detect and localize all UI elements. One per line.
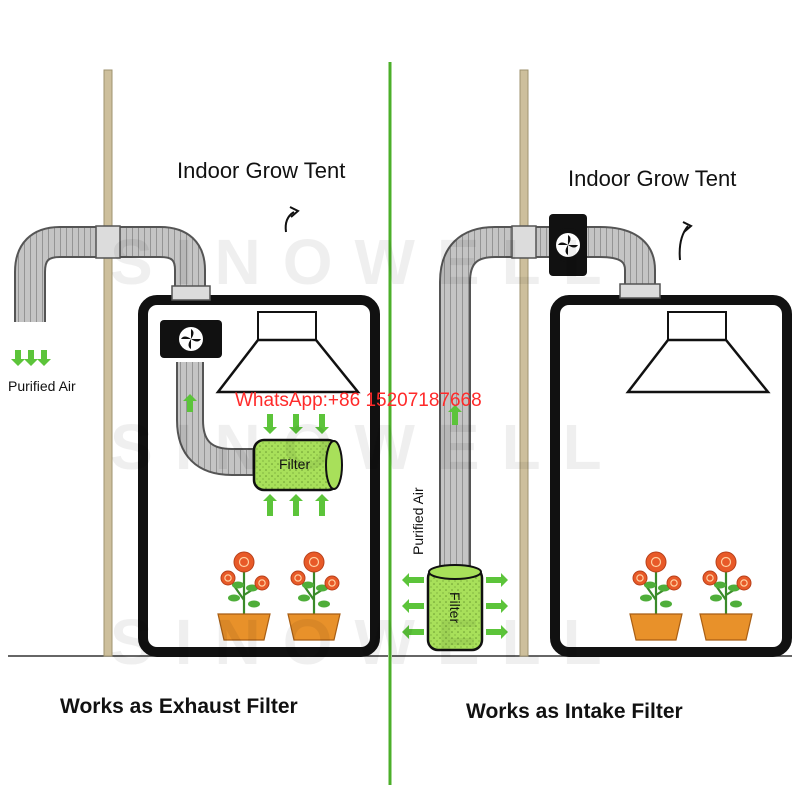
leaf: [730, 600, 742, 608]
airflow-arrow: [402, 625, 424, 639]
flower-pot: [217, 613, 271, 641]
tent-title-left: Indoor Grow Tent: [177, 158, 346, 183]
leaf: [318, 600, 330, 608]
purified-air-label-right: Purified Air: [410, 487, 426, 555]
carbon-filter-left: [252, 438, 343, 492]
carbon-filter-right: [426, 564, 484, 652]
airflow-arrow: [486, 599, 508, 613]
flower: [715, 551, 737, 573]
grow-light-left: [215, 311, 361, 394]
filter-label-left: Filter: [279, 456, 311, 472]
purified-air-label-left: Purified Air: [8, 378, 76, 394]
wall-pole-right: [519, 69, 529, 657]
airflow-arrow: [402, 599, 424, 613]
airflow-arrow: [183, 394, 197, 412]
leaf: [714, 581, 726, 589]
flower: [324, 575, 340, 591]
airflow-arrow: [37, 350, 51, 366]
curved-arrow-right: [678, 225, 689, 261]
flower-pot: [287, 613, 341, 641]
flower-center: [294, 574, 302, 582]
leaf: [728, 584, 740, 592]
caption-right: Works as Intake Filter: [466, 700, 683, 723]
purified-air-arrows-left: [11, 350, 51, 366]
flower: [290, 570, 306, 586]
flower-center: [670, 579, 678, 587]
flower-center: [720, 556, 732, 568]
flower: [233, 551, 255, 573]
flower-center: [706, 574, 714, 582]
plants-right: [629, 551, 753, 641]
airflow-arrow: [11, 350, 25, 366]
leaf: [302, 581, 314, 589]
leaf: [246, 584, 258, 592]
flower-center: [636, 574, 644, 582]
leaf: [640, 594, 652, 602]
roof-flange-right: [619, 283, 661, 299]
airflow-arrow: [289, 414, 303, 434]
inline-fan-right: [549, 214, 587, 276]
airflow-arrow: [315, 414, 329, 434]
leaf: [644, 581, 656, 589]
flower-center: [308, 556, 320, 568]
leaf: [710, 594, 722, 602]
roof-flange-left: [171, 285, 211, 301]
flower-center: [328, 579, 336, 587]
flower-pot: [699, 613, 753, 641]
leaf: [232, 581, 244, 589]
flower-center: [650, 556, 662, 568]
airflow-arrow: [486, 573, 508, 587]
duct-clamp-right: [511, 225, 537, 259]
flower-center: [238, 556, 250, 568]
airflow-arrow: [24, 350, 38, 366]
airflow-arrows-right: [402, 405, 508, 639]
caption-left: Works as Exhaust Filter: [60, 695, 298, 718]
flower-pot: [629, 613, 683, 641]
airflow-arrow: [486, 625, 508, 639]
watermark-brand: SINOWELL: [110, 411, 624, 483]
flower: [254, 575, 270, 591]
flower: [303, 551, 325, 573]
leaf: [660, 600, 672, 608]
wall-pole-left: [103, 69, 113, 657]
leaf: [298, 594, 310, 602]
leaf: [658, 584, 670, 592]
airflow-arrows-left: [183, 394, 329, 516]
leaf: [248, 600, 260, 608]
grow-light-right: [625, 311, 771, 394]
leaf: [316, 584, 328, 592]
plants-left: [217, 551, 341, 641]
flower: [632, 570, 648, 586]
flower: [645, 551, 667, 573]
flower: [736, 575, 752, 591]
airflow-arrow: [289, 494, 303, 516]
inline-fan-left: [160, 320, 222, 358]
flower-center: [224, 574, 232, 582]
airflow-arrow: [315, 494, 329, 516]
airflow-arrow: [263, 494, 277, 516]
watermark-brand: SINOWELL: [110, 606, 624, 678]
flower: [666, 575, 682, 591]
flower: [702, 570, 718, 586]
airflow-arrow: [402, 573, 424, 587]
flower-center: [258, 579, 266, 587]
airflow-arrow: [263, 414, 277, 434]
duct-clamp-left: [95, 225, 121, 259]
airflow-arrow: [448, 405, 462, 425]
tent-title-right: Indoor Grow Tent: [568, 166, 737, 191]
filter-label-right: Filter: [447, 592, 463, 624]
leaf: [228, 594, 240, 602]
whatsapp-contact: WhatsApp:+86 15207187668: [235, 390, 482, 411]
flower-center: [740, 579, 748, 587]
flower: [220, 570, 236, 586]
watermark-brand: SINOWELL: [110, 226, 624, 298]
curved-arrow-left: [284, 211, 295, 233]
